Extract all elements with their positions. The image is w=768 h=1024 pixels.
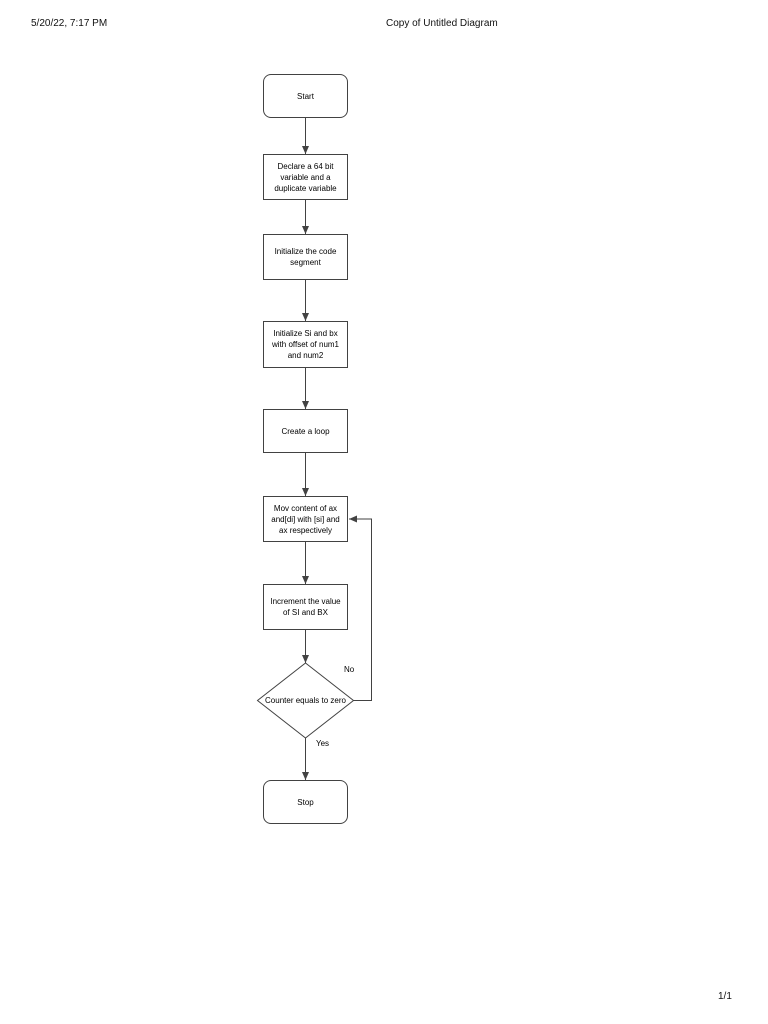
flow-node-initialize-si-bx: Initialize Si and bx with offset of num1… (263, 321, 348, 368)
flow-node-initialize-code-segment: Initialize the code segment (263, 234, 348, 280)
flow-node-stop: Stop (263, 780, 348, 824)
flow-node-increment-si-bx: Increment the value of SI and BX (263, 584, 348, 630)
flow-node-counter-equals-zero-label: Counter equals to zero (265, 696, 346, 705)
print-footer-page-indicator: 1/1 (718, 991, 732, 1002)
edge-label-yes: Yes (316, 739, 330, 748)
flow-node-declare-variables: Declare a 64 bit variable and a duplicat… (263, 154, 348, 200)
flow-node-mov-content: Mov content of ax and[di] with [si] and … (263, 496, 348, 542)
edge-label-no: No (344, 665, 355, 674)
print-header-title: Copy of Untitled Diagram (386, 18, 498, 29)
flow-node-create-loop: Create a loop (263, 409, 348, 453)
print-header-timestamp: 5/20/22, 7:17 PM (31, 18, 108, 29)
flow-node-start: Start (263, 74, 348, 118)
